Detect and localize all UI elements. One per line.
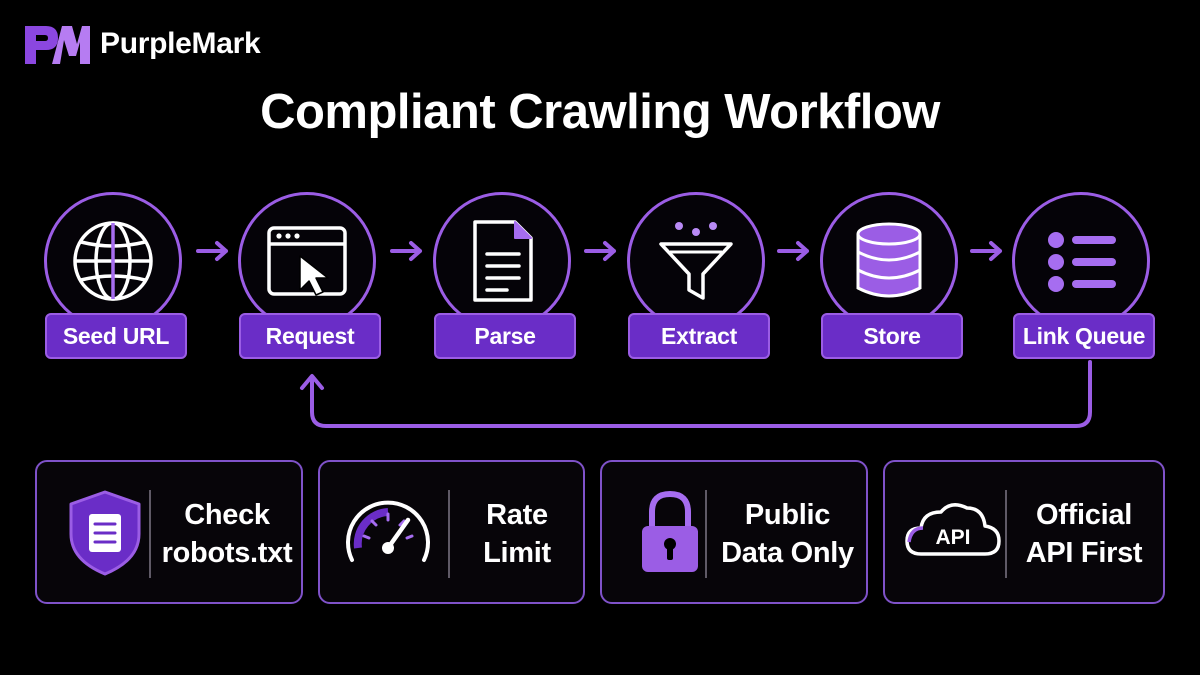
card-line-1: Check [184,499,270,531]
list-icon [1048,232,1116,292]
card-text: Official API First [1009,496,1159,572]
shield-document-icon [69,490,141,576]
arrow-right-icon [777,241,809,261]
step-icon-ring [627,192,765,330]
step-request: Request [238,192,382,362]
brand-name: PurpleMark [100,27,261,60]
card-line-2: Limit [483,537,551,569]
card-line-2: Data Only [721,537,854,569]
step-icon-ring [44,192,182,330]
step-store: Store [820,192,964,362]
page-title: Compliant Crawling Workflow [260,85,940,139]
card-divider [448,490,450,578]
principle-card-official-api: API Official API First [883,460,1165,604]
api-icon-text: API [935,526,970,549]
step-parse: Parse [433,192,577,362]
card-divider [149,490,151,578]
step-label: Seed URL [45,313,187,359]
step-label: Request [239,313,381,359]
step-icon-ring [433,192,571,330]
document-icon [473,220,533,302]
database-icon [856,222,922,298]
globe-icon [73,221,153,301]
card-line-1: Rate [486,499,548,531]
card-text: Rate Limit [452,496,582,572]
arrow-right-icon [970,241,1002,261]
card-line-1: Official [1036,499,1132,531]
card-line-2: API First [1025,537,1143,569]
step-label: Parse [434,313,576,359]
principle-card-rate-limit: Rate Limit [318,460,585,604]
step-label: Link Queue [1013,313,1155,359]
arrow-right-icon [390,241,422,261]
step-link-queue: Link Queue [1012,192,1156,362]
arrow-right-icon [584,241,616,261]
principle-card-public-data: Public Data Only [600,460,868,604]
card-line-2: robots.txt [161,537,293,569]
step-label: Extract [628,313,770,359]
brand: PurpleMark [22,22,261,66]
pm-monogram-icon [25,26,90,64]
card-text: Public Data Only [709,496,866,572]
card-divider [705,490,707,578]
card-divider [1005,490,1007,578]
padlock-icon [642,490,698,572]
card-line-1: Public [744,499,831,531]
arrow-right-icon [196,241,228,261]
step-seed-url: Seed URL [44,192,188,362]
step-icon-ring [1012,192,1150,330]
principle-card-robots: Check robots.txt [35,460,303,604]
step-label: Store [821,313,963,359]
funnel-icon [659,222,733,300]
step-icon-ring [820,192,958,330]
speedometer-icon [346,500,430,562]
step-icon-ring [238,192,376,330]
card-text: Check robots.txt [153,496,301,572]
api-cloud-icon: API [905,503,1001,556]
step-extract: Extract [627,192,771,362]
browser-cursor-icon [267,226,347,296]
